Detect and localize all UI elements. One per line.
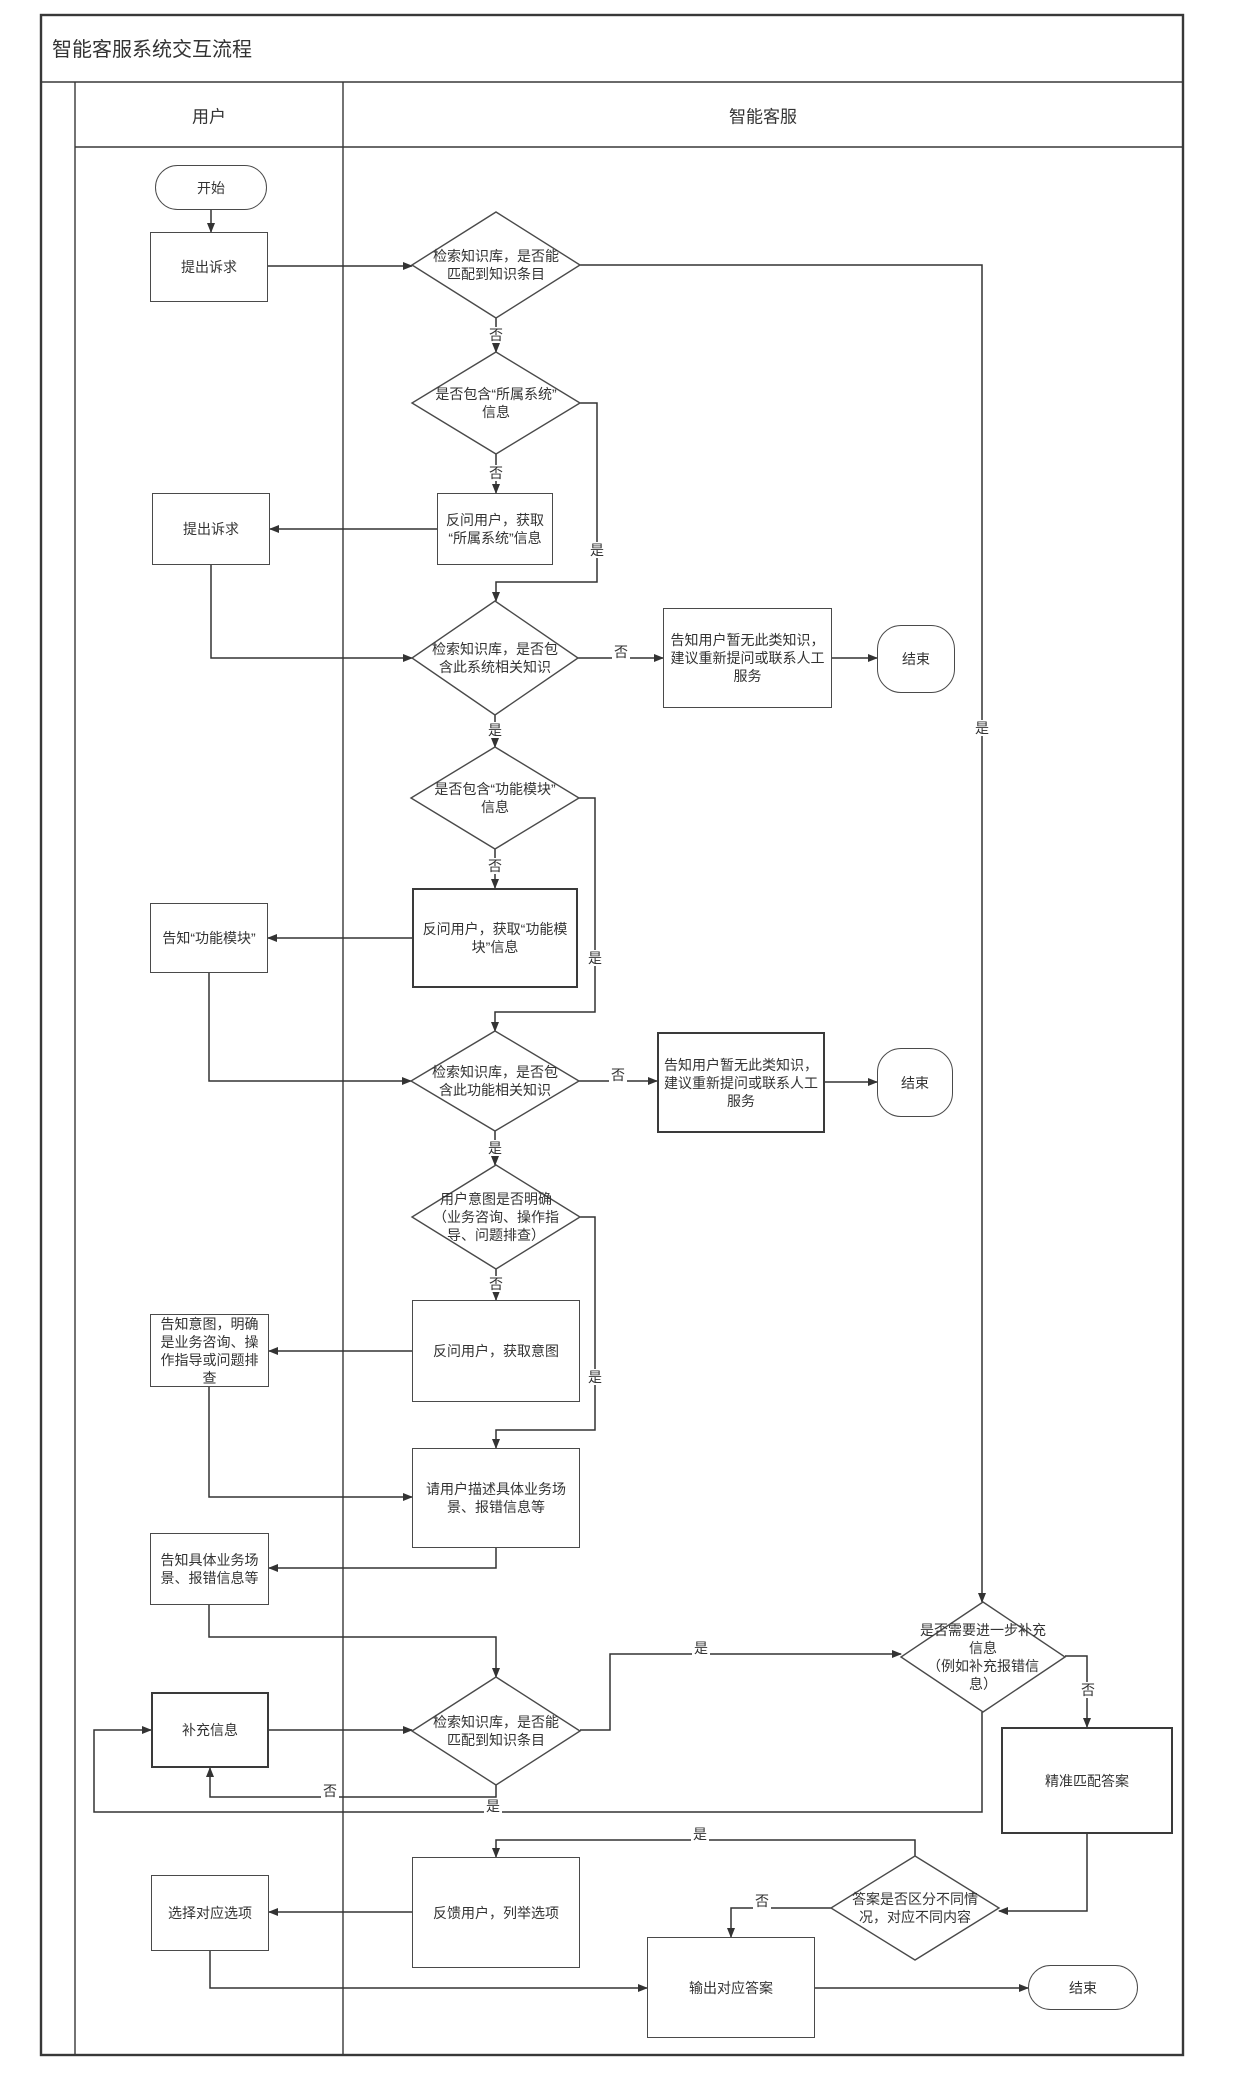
edge-cases-yes [492, 1839, 916, 1858]
has-system-info-diamond-shape [410, 351, 582, 455]
lane-header-agent: 智能客服 [729, 107, 797, 127]
edge-choose-to-output [209, 1951, 648, 1992]
edge-needmore-yes-loop [93, 1712, 983, 1813]
edge-tellmod-to-kbfunc [208, 973, 412, 1085]
kb-function-knowledge-diamond-shape [409, 1030, 581, 1132]
edge-askscenario-to-tellscenario [268, 1548, 497, 1572]
edge-cases-no [727, 1907, 831, 1938]
kb-match-1-diamond-shape [410, 211, 582, 319]
edge-kbmatch1-yes-long [580, 264, 986, 1603]
has-module-info-diamond-shape [409, 746, 581, 850]
kb-match-2-diamond-shape [410, 1676, 582, 1786]
answer-cases-diamond-shape [829, 1855, 1001, 1961]
lane-header-user: 用户 [192, 107, 226, 127]
edge-request2-to-kbsys [210, 565, 413, 662]
need-more-info-diamond-shape [899, 1601, 1067, 1713]
diagram-frame [39, 13, 1185, 2057]
kb-system-knowledge-diamond-shape [410, 600, 580, 716]
edge-tellintent-to-askscenario [208, 1387, 413, 1501]
edge-hasmod-yes [491, 797, 596, 1032]
diagram-title: 智能客服系统交互流程 [52, 39, 252, 61]
edge-kbmatch2-no-loop [206, 1767, 497, 1798]
edge-exact-to-cases [998, 1834, 1088, 1915]
edge-hassys-yes [492, 402, 598, 602]
edge-needmore-no [1065, 1655, 1091, 1728]
edge-intent-yes [492, 1216, 596, 1449]
intent-clear-diamond-shape [410, 1164, 582, 1270]
edge-tellscenario-to-kbmatch2 [208, 1605, 500, 1678]
edge-kbmatch2-yes [580, 1650, 902, 1731]
